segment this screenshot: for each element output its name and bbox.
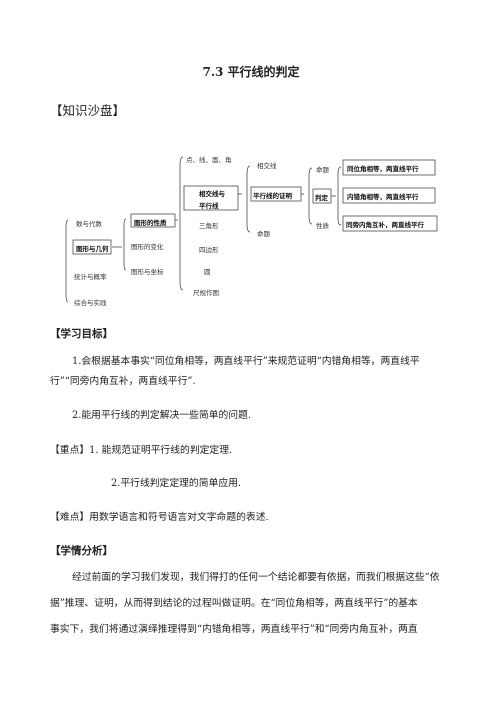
heading-learning-goals: 【学习目标】 (50, 328, 113, 340)
node-shape-coordinates: 图形与坐标 (131, 268, 164, 276)
analysis-line-3: 事实下，我们将通过演绎推理得到“内错角相等，两直线平行”和“同旁内角互补，两直 (50, 624, 418, 635)
node-shape-transformations: 图形的变化 (131, 243, 164, 251)
key-point-1: 【重点】1. 能规范证明平行线的判定定理. (50, 445, 233, 456)
node-statistics-probability: 统计与概率 (74, 273, 107, 281)
node-number-algebra: 数与代数 (76, 220, 102, 228)
node-intersecting-line: 相交线 (257, 162, 277, 170)
goal-1-line-1: 1.会根据基本事实“同位角相等，两直线平行”来规范证明“内错角相等，两直线平 (72, 356, 420, 367)
node-property: 性质 (316, 222, 329, 230)
node-point-line-plane-angle: 点、线、面、角 (186, 156, 232, 164)
heading-learning-analysis: 【学情分析】 (50, 545, 113, 557)
goal-1-line-2: 行”“同旁内角互补，两直线平行”. (50, 376, 196, 387)
node-parallel-proof: 平行线的证明 (253, 192, 292, 200)
node-ruler-compass: 尺规作图 (193, 289, 219, 297)
mind-map-lines (65, 156, 438, 303)
node-proposition: 命题 (257, 230, 270, 238)
knowledge-mind-map: 数与代数 图形与几何 统计与概率 综合与实践 图形的性质 图形的变化 图形与坐标… (0, 0, 502, 330)
node-quadrilateral: 四边形 (199, 246, 219, 254)
node-same-side-angles: 同旁内角互补，两直线平行 (346, 221, 424, 229)
node-parallel-lines: 平行线 (199, 202, 219, 210)
difficulty: 【难点】用数学语言和符号语言对文字命题的表述. (50, 512, 269, 523)
node-corresponding-angles: 同位角相等，两直线平行 (347, 165, 419, 173)
section-knowledge-sandbox: 【知识沙盘】 (50, 103, 126, 118)
node-comprehensive-practice: 综合与实践 (74, 299, 107, 307)
node-shapes-geometry: 图形与几何 (76, 245, 109, 253)
page-title: 7.3 平行线的判定 (202, 65, 300, 79)
key-point-2: 2.平行线判定定理的简单应用. (111, 478, 242, 489)
node-proposition-2: 命题 (316, 166, 329, 174)
goal-2: 2.能用平行线的判定解决一些简单的问题. (72, 410, 252, 421)
analysis-line-2: 据”推理、证明，从而得到结论的过程叫做证明。在“同位角相等，两直线平行”的基本 (50, 598, 418, 609)
node-shape-properties: 图形的性质 (134, 219, 167, 227)
node-triangle: 三角形 (199, 222, 219, 230)
node-intersecting-lines: 相交线与 (199, 190, 225, 198)
analysis-line-1: 经过前面的学习我们发现，我们得打的任何一个结论都要有依据，而我们根据这些“依 (72, 572, 440, 583)
node-circle: 圆 (204, 268, 211, 276)
node-alternate-angles: 内错角相等，两直线平行 (347, 193, 419, 201)
node-determination: 判定 (315, 194, 328, 202)
